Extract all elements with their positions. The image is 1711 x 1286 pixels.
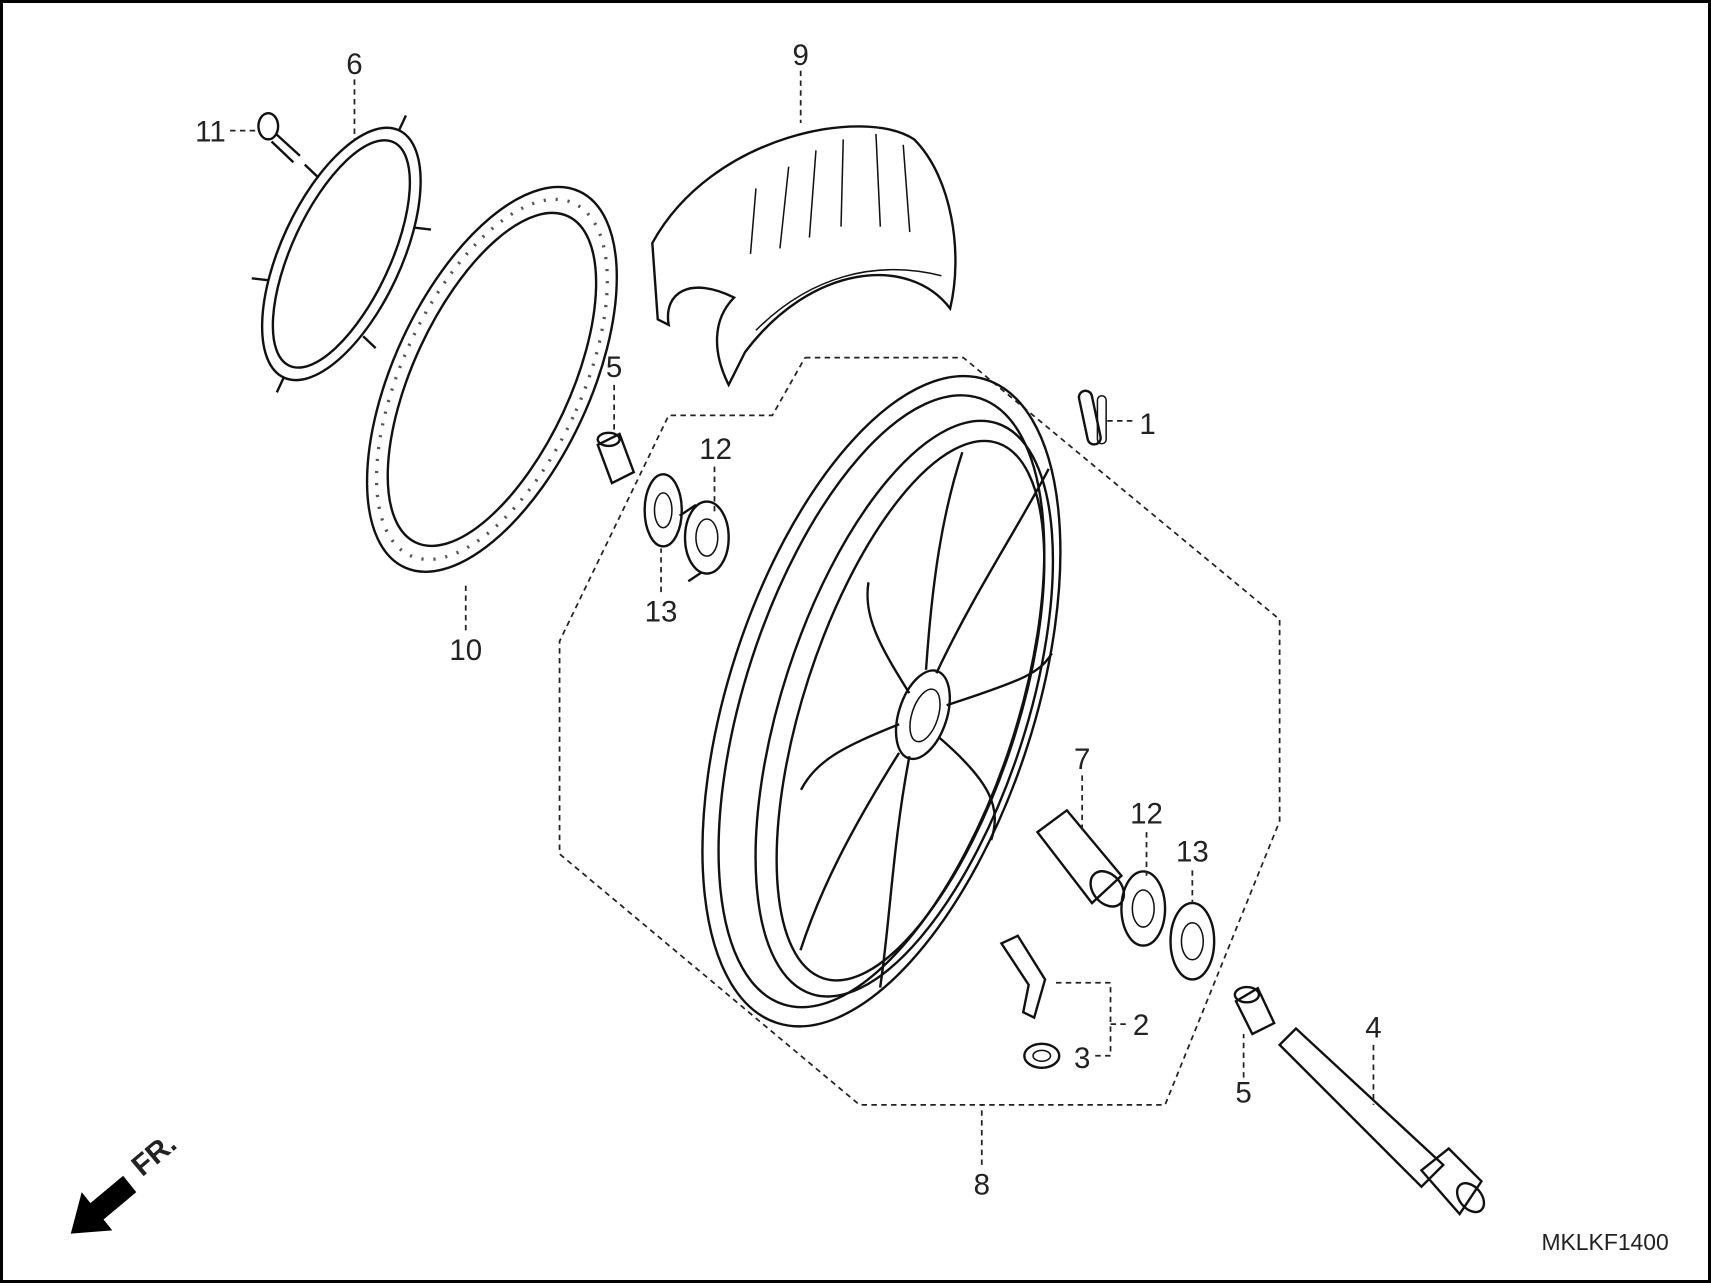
callout-labels: 1 2 3 4 5 5 6 7 8 9 10 11 12 12 13 13 xyxy=(195,39,1381,1201)
tire[interactable] xyxy=(651,125,957,388)
callout-9[interactable]: 9 xyxy=(792,39,808,72)
bearing-left[interactable] xyxy=(678,500,730,583)
wheel[interactable] xyxy=(632,332,1132,1070)
arrow-left-down-icon xyxy=(70,1175,137,1234)
pulser-ring[interactable] xyxy=(213,86,471,423)
washer[interactable] xyxy=(1023,1042,1061,1070)
bearing-right[interactable] xyxy=(1120,870,1167,947)
callout-5-right[interactable]: 5 xyxy=(1235,1077,1251,1110)
assembly-outline xyxy=(558,356,1281,1106)
callout-10[interactable]: 10 xyxy=(449,634,482,667)
callout-4[interactable]: 4 xyxy=(1365,1011,1381,1044)
diagram-code: MKLKF1400 xyxy=(1541,1229,1668,1255)
callout-12-right[interactable]: 12 xyxy=(1130,797,1163,830)
exploded-view: 1 2 3 4 5 5 6 7 8 9 10 11 12 12 13 13 FR… xyxy=(70,39,1669,1255)
callout-11[interactable]: 11 xyxy=(195,116,226,149)
callout-7[interactable]: 7 xyxy=(1074,743,1090,776)
leader-lines xyxy=(230,70,1375,1165)
svg-text:FR.: FR. xyxy=(125,1127,183,1183)
callout-3[interactable]: 3 xyxy=(1074,1042,1090,1075)
collar-right[interactable] xyxy=(1233,985,1276,1036)
callout-5-left[interactable]: 5 xyxy=(606,351,622,384)
clip[interactable] xyxy=(1077,389,1107,446)
callout-8[interactable]: 8 xyxy=(974,1168,990,1201)
callout-1[interactable]: 1 xyxy=(1139,408,1155,441)
callout-6[interactable]: 6 xyxy=(346,48,362,81)
seal-left[interactable] xyxy=(643,473,683,548)
valve[interactable] xyxy=(999,934,1047,1020)
collar-left[interactable] xyxy=(596,431,636,485)
callout-13-right[interactable]: 13 xyxy=(1176,836,1209,869)
callout-2[interactable]: 2 xyxy=(1133,1009,1149,1042)
distance-collar[interactable] xyxy=(1035,808,1130,913)
bolt[interactable] xyxy=(257,111,301,164)
axle[interactable] xyxy=(1277,1026,1490,1218)
seal-right[interactable] xyxy=(1169,901,1216,981)
callout-13-left[interactable]: 13 xyxy=(645,596,678,629)
front-direction-arrow: FR. xyxy=(70,1127,183,1234)
callout-12-left[interactable]: 12 xyxy=(699,433,732,466)
